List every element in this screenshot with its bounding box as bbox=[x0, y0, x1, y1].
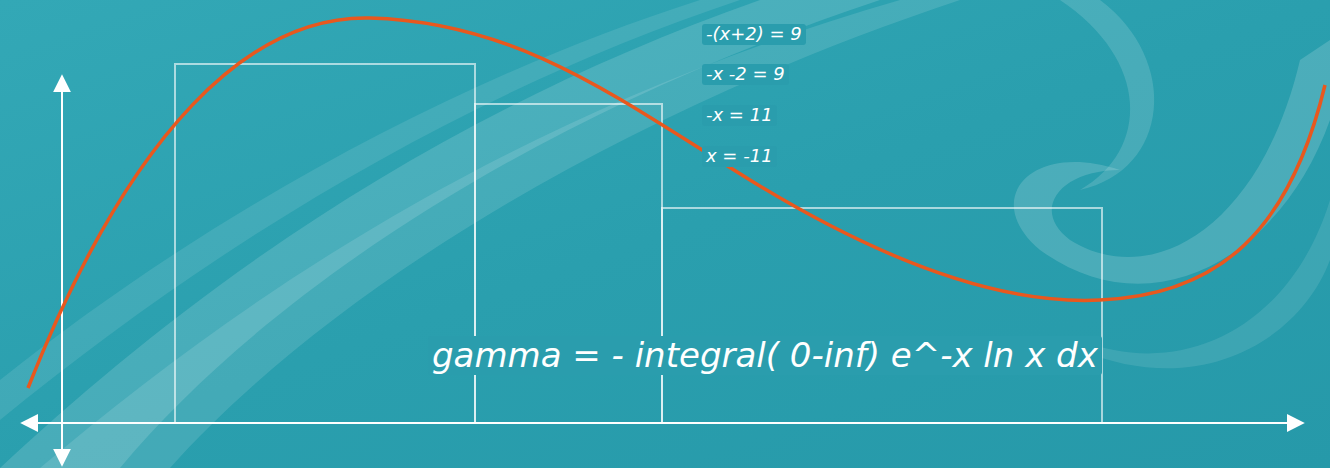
y-axis bbox=[61, 76, 63, 465]
equation-line: x = -11 bbox=[702, 146, 777, 167]
formula-text: gamma = - integral( 0-inf) e^-x ln x dx bbox=[428, 336, 1102, 375]
function-curve bbox=[28, 18, 1325, 388]
swirl bbox=[1014, 40, 1330, 284]
equation-line: -x -2 = 9 bbox=[702, 64, 789, 85]
riemann-bar bbox=[475, 104, 662, 423]
swirl bbox=[1060, 0, 1154, 190]
riemann-bar bbox=[662, 208, 1102, 423]
equation-line: -x = 11 bbox=[702, 105, 777, 126]
swoosh bbox=[40, 0, 960, 468]
equation-line: -(x+2) = 9 bbox=[702, 24, 806, 45]
swirl bbox=[1080, 200, 1330, 368]
x-axis bbox=[22, 422, 1303, 424]
